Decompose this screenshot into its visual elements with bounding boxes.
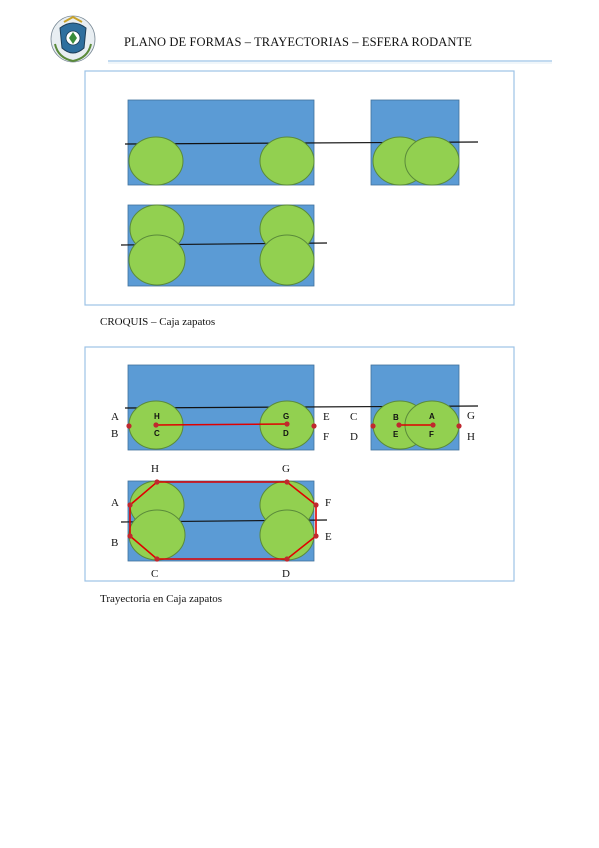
point-label: A bbox=[111, 497, 119, 509]
point-label: H bbox=[154, 412, 160, 421]
point-label: B bbox=[111, 537, 118, 549]
point-label: F bbox=[323, 431, 329, 443]
point-label: C bbox=[151, 568, 158, 580]
caption-trajectory: Trayectoria en Caja zapatos bbox=[100, 593, 223, 605]
point-label: B bbox=[393, 413, 399, 422]
trajectory-path bbox=[155, 423, 288, 426]
caption-sketch: CROQUIS – Caja zapatos bbox=[100, 316, 216, 328]
point-label: B bbox=[111, 428, 118, 440]
page-title: PLANO DE FORMAS – TRAYECTORIAS – ESFERA … bbox=[124, 35, 472, 49]
crest-emblem-icon bbox=[50, 15, 96, 63]
point-label: E bbox=[393, 430, 399, 439]
ball bbox=[259, 136, 315, 186]
point-label: G bbox=[467, 410, 475, 422]
point-label: A bbox=[111, 411, 119, 423]
ball bbox=[128, 136, 184, 186]
point-label: A bbox=[429, 412, 435, 421]
point-label: C bbox=[154, 429, 160, 438]
point-label: F bbox=[325, 497, 331, 509]
ball bbox=[404, 136, 460, 186]
ball bbox=[259, 509, 315, 561]
point-label: C bbox=[350, 411, 357, 423]
ball bbox=[128, 234, 186, 286]
point-label: D bbox=[283, 429, 289, 438]
point-label: E bbox=[323, 411, 330, 423]
point-label: G bbox=[283, 412, 289, 421]
trajectory-points bbox=[126, 421, 462, 562]
point-label: D bbox=[282, 568, 290, 580]
point-label: D bbox=[350, 431, 358, 443]
point-label: E bbox=[325, 531, 332, 543]
sketch-frame bbox=[84, 70, 515, 306]
header-rule bbox=[108, 60, 552, 64]
trajectory-frame bbox=[84, 346, 515, 582]
point-label: F bbox=[429, 430, 434, 439]
point-label: H bbox=[151, 463, 159, 475]
point-label: H bbox=[467, 431, 475, 443]
ball bbox=[259, 234, 315, 286]
ball bbox=[128, 509, 186, 561]
point-label: G bbox=[282, 463, 290, 475]
